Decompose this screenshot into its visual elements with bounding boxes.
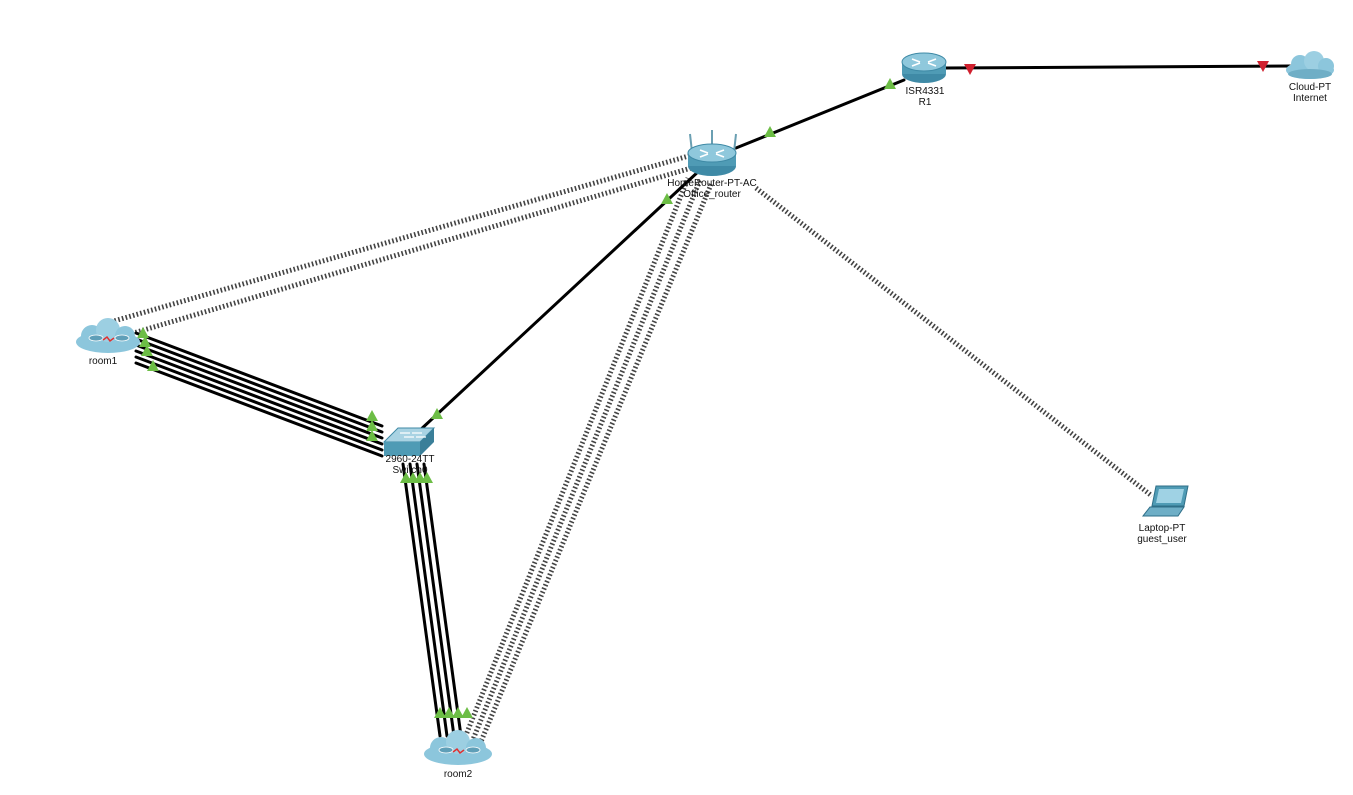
cloud-icon <box>1286 51 1334 79</box>
device-room1[interactable]: room1 <box>76 318 140 367</box>
cable-office-router-r1 <box>734 78 906 150</box>
r1-model-label: ISR4331 <box>906 86 945 97</box>
cluster-cloud-icon <box>424 730 492 765</box>
copper-links <box>134 64 1292 738</box>
wireless-router-icon <box>687 130 737 176</box>
link-up-indicator <box>137 327 149 338</box>
link-up-indicator <box>366 430 378 441</box>
r1-name-label: R1 <box>919 97 932 108</box>
link-up-indicator <box>139 336 151 347</box>
wireless-link-room1-a <box>99 148 707 328</box>
switch-icon <box>382 427 436 456</box>
link-up-indicator <box>434 707 446 718</box>
link-status-indicators <box>137 61 1269 718</box>
cable-office-router-switch0 <box>416 168 702 434</box>
internet-name-label: Internet <box>1293 93 1327 104</box>
laptop-icon <box>1141 485 1189 517</box>
link-up-indicator <box>431 408 443 419</box>
office-router-model-label: HomeRouter-PT-AC <box>667 178 756 189</box>
switch0-model-label: 2960-24TT <box>386 454 435 465</box>
link-up-indicator <box>443 707 455 718</box>
office-router-name-label: Office_router <box>683 189 741 200</box>
device-r1[interactable]: ISR4331 R1 <box>901 52 947 108</box>
internet-model-label: Cloud-PT <box>1289 82 1331 93</box>
wireless-link-guest-user <box>754 186 1154 498</box>
guest-user-model-label: Laptop-PT <box>1139 523 1186 534</box>
link-up-indicator <box>764 126 776 137</box>
cable-bundle-switch0-room2 <box>401 462 463 738</box>
link-up-indicator <box>452 707 464 718</box>
wireless-link-room2-b <box>469 179 703 743</box>
device-internet[interactable]: Cloud-PT Internet <box>1286 51 1334 104</box>
device-guest-user[interactable]: Laptop-PT guest_user <box>1137 485 1189 545</box>
cluster-cloud-icon <box>76 318 140 353</box>
link-up-indicator <box>461 707 473 718</box>
link-up-indicator <box>366 420 378 431</box>
link-up-indicator <box>421 472 433 483</box>
guest-user-name-label: guest_user <box>1137 534 1187 545</box>
wireless-links <box>99 148 1154 745</box>
link-down-indicator <box>964 64 976 75</box>
link-up-indicator <box>884 78 896 89</box>
link-up-indicator <box>366 410 378 421</box>
cable-r1-internet <box>942 64 1292 70</box>
room2-name-label: room2 <box>444 769 473 780</box>
link-down-indicator <box>1257 61 1269 72</box>
router-icon <box>901 52 947 83</box>
switch0-name-label: Switch0 <box>392 465 427 476</box>
link-up-indicator <box>661 193 673 204</box>
link-up-indicator <box>147 360 159 371</box>
wireless-link-room1-b <box>109 160 709 343</box>
device-room2[interactable]: room2 <box>424 730 492 780</box>
link-up-indicator <box>141 345 153 356</box>
wireless-link-room2-a <box>461 177 691 741</box>
cable-bundle-room1-switch0 <box>134 331 384 458</box>
room1-name-label: room1 <box>89 356 118 367</box>
device-office-router[interactable]: HomeRouter-PT-AC Office_router <box>667 130 757 200</box>
wireless-link-room2-c <box>477 181 715 745</box>
device-switch0[interactable]: 2960-24TT Switch0 <box>382 427 436 476</box>
